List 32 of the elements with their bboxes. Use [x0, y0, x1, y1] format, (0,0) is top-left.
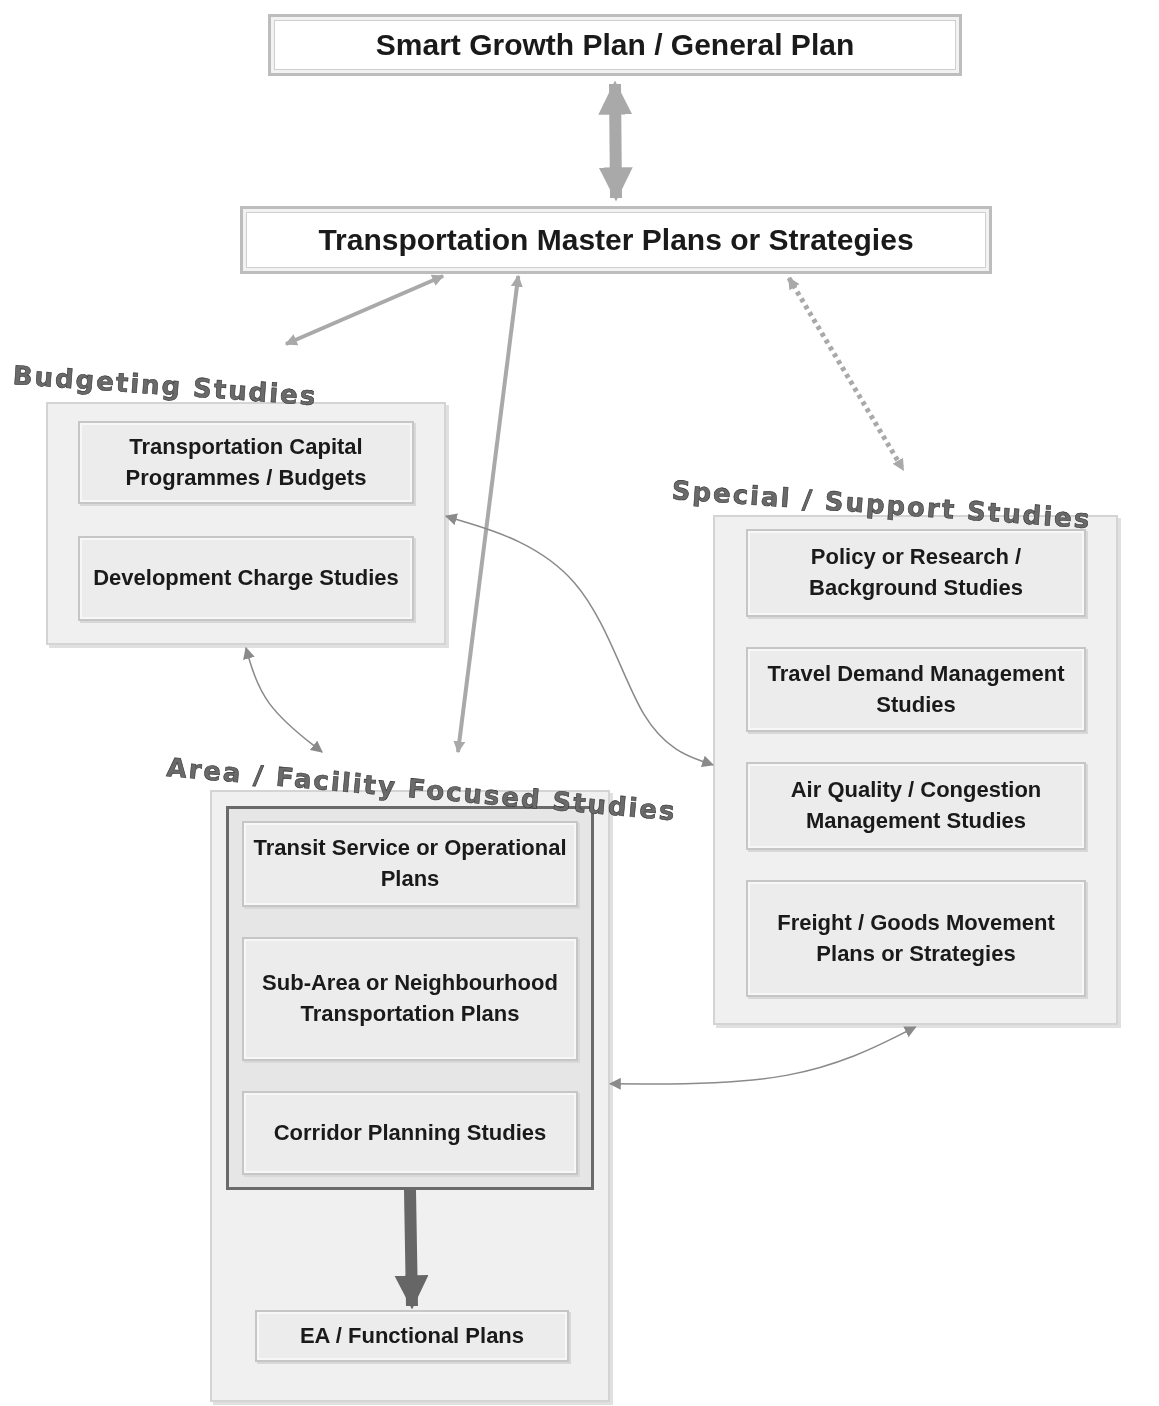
study-box — [242, 1091, 578, 1175]
box-label: Transportation Master Plans or Strategies — [317, 222, 915, 258]
study-box — [78, 536, 414, 621]
box-label: EA / Functional Plans — [298, 1321, 526, 1350]
arrow — [394, 1189, 429, 1310]
study-box — [746, 880, 1086, 997]
study-box — [746, 647, 1086, 732]
study-box — [746, 529, 1086, 617]
arrow — [243, 646, 323, 753]
box-label: Smart Growth Plan / General Plan — [374, 27, 856, 63]
group-heading: Budgeting Studies — [11, 360, 319, 412]
box-label: Air Quality / Congestion Management Studies — [789, 776, 1043, 835]
study-box — [746, 762, 1086, 850]
group-heading: Special / Support Studies — [670, 475, 1093, 535]
arrow — [453, 274, 523, 754]
box-label: Freight / Goods Movement Plans or Strategies — [776, 908, 1056, 968]
box-label: Policy or Research / Background Studies — [808, 543, 1024, 602]
box-label: Sub-Area or Neighbourhood Transportation Plans — [261, 969, 559, 1028]
arrow — [598, 80, 633, 202]
box-label: Transportation Capital Programmes / Budgets — [124, 432, 368, 492]
study-box — [255, 1310, 569, 1362]
study-box — [242, 937, 578, 1061]
study-box — [242, 821, 578, 907]
plan-box — [268, 14, 962, 76]
arrow — [284, 274, 445, 346]
study-box — [78, 421, 414, 504]
plan-box — [240, 206, 992, 274]
box-label: Transit Service or Operational Plans — [252, 834, 568, 893]
arrow — [786, 276, 906, 472]
box-label: Corridor Planning Studies — [272, 1118, 548, 1147]
box-label: Development Charge Studies — [92, 564, 400, 593]
box-label: Travel Demand Management Studies — [766, 659, 1066, 719]
